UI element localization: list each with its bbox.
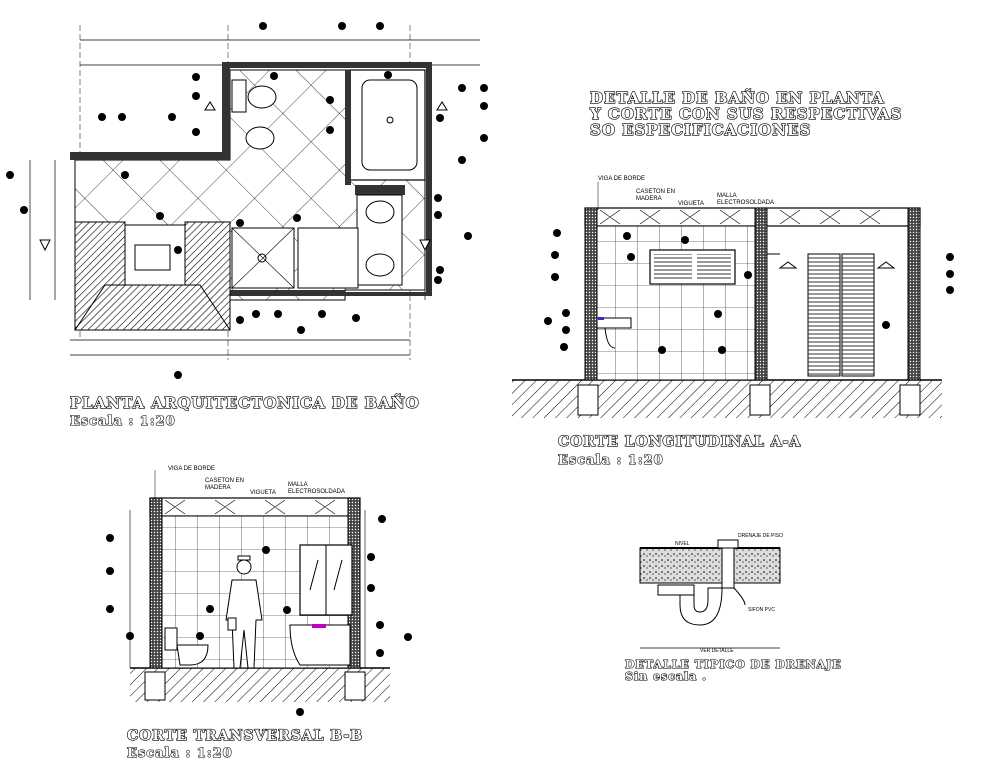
section-aa-title: CORTE LONGITUDINAL A-A [558, 434, 801, 450]
main-title-line-3: SO ESPECIFICACIONES [590, 121, 811, 139]
drain-label-drenaje: DRENAJE DE PISO [738, 533, 783, 539]
main-title-line-2: Y CORTE CON SUS RESPECTIVAS [589, 105, 902, 123]
drain-detail: NIVEL DRENAJE DE PISO SIFON PVC VER DETA… [639, 533, 783, 654]
plan-title: PLANTA ARQUITECTONICA DE BAÑO [70, 393, 420, 412]
aa-label-malla: MALLA [717, 193, 737, 199]
section-aa-callouts [544, 229, 954, 354]
drain-label-nivel: NIVEL [675, 541, 690, 547]
floor-plan [29, 25, 480, 360]
drain-label-ver-detalle: VER DETALLE [700, 648, 734, 654]
bb-label-electrosoldada: ELECTROSOLDADA [288, 489, 345, 495]
bb-label-madera: MADERA [205, 485, 231, 491]
plan-callout-markers [6, 22, 488, 379]
aa-label-viga: VIGA DE BORDE [598, 176, 645, 182]
bb-label-viga: VIGA DE BORDE [168, 466, 215, 472]
drain-title: DETALLE TIPICO DE DRENAJE [625, 658, 842, 671]
section-a-a: VIGA DE BORDE CASETON EN MADERA VIGUETA … [512, 176, 942, 418]
section-aa-scale: Escala : 1:20 [558, 453, 664, 468]
main-title-line-1: DETALLE DE BAÑO EN PLANTA [590, 88, 885, 107]
section-bb-scale: Escala : 1:20 [127, 746, 233, 761]
aa-label-electrosoldada: ELECTROSOLDADA [717, 200, 774, 206]
drain-scale: Sin escala . [625, 670, 707, 683]
aa-label-vigueta: VIGUETA [678, 201, 704, 207]
drain-label-sifon: SIFON PVC [748, 607, 775, 613]
aa-label-caseton: CASETON EN [636, 189, 675, 195]
plan-scale: Escala : 1:20 [70, 414, 176, 429]
bb-label-malla: MALLA [288, 482, 308, 488]
section-b-b: VIGA DE BORDE CASETON EN MADERA VIGUETA … [129, 466, 390, 702]
aa-label-madera: MADERA [636, 196, 662, 202]
section-bb-title: CORTE TRANSVERSAL B-B [127, 728, 363, 744]
bb-label-caseton: CASETON EN [205, 478, 244, 484]
section-bb-callouts [106, 515, 412, 716]
bb-label-vigueta: VIGUETA [250, 490, 276, 496]
